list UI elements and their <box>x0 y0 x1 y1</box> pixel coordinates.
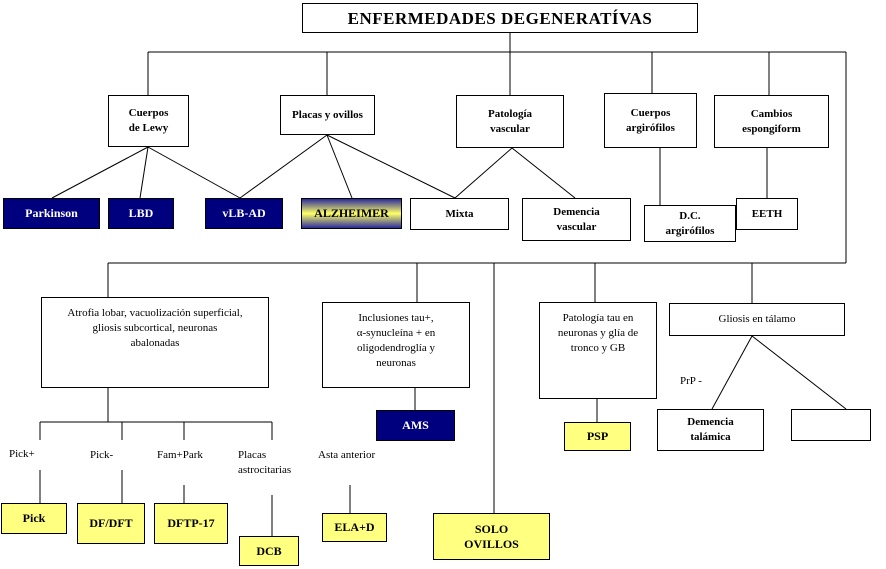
disease-dftp-17: DFTP-17 <box>154 503 228 544</box>
disease-eeth: EETH <box>736 198 798 230</box>
label-pick-plus: Pick+ <box>9 448 35 460</box>
category-cuerpos-argirofilos: Cuerpos argirófilos <box>604 93 697 148</box>
disease-demencia-vascular: Demencia vascular <box>522 198 631 241</box>
label-prp-minus: PrP - <box>680 375 702 387</box>
box-atrofia-lobar: Atrofia lobar, vacuolización superficial… <box>41 297 269 388</box>
box-patologia-tau: Patología tau en neuronas y glía de tron… <box>539 302 657 399</box>
disease-lbd: LBD <box>108 198 174 229</box>
category-cambios-espongiform: Cambios espongiform <box>714 95 829 148</box>
label-placas-astrocitarias: Placas astrocitarias <box>238 449 292 476</box>
empty-box <box>791 409 871 441</box>
category-cuerpos-de-lewy: Cuerpos de Lewy <box>108 95 189 147</box>
box-gliosis-talamo: Gliosis en tálamo <box>669 303 845 336</box>
category-placas-y-ovillos: Placas y ovillos <box>280 95 375 135</box>
label-asta-anterior: Asta anterior <box>318 449 376 461</box>
disease-vlb-ad: vLB-AD <box>205 198 283 229</box>
disease-df-dft: DF/DFT <box>77 503 145 544</box>
disease-ela-d: ELA+D <box>322 513 387 542</box>
box-inclusiones-tau: Inclusiones tau+, α-synucleína + en olig… <box>322 302 470 388</box>
disease-dcb: DCB <box>239 536 299 566</box>
label-fam-park: Fam+Park <box>157 449 203 461</box>
category-patologia-vascular: Patología vascular <box>456 95 564 148</box>
disease-psp: PSP <box>564 422 631 451</box>
disease-pick: Pick <box>1 503 67 534</box>
diagram-title: ENFERMEDADES DEGENERATÍVAS <box>302 3 698 33</box>
disease-demencia-talamica: Demencia talámica <box>657 409 764 451</box>
disease-dc-argirofilos: D.C. argirófilos <box>644 205 736 242</box>
disease-mixta: Mixta <box>410 198 509 230</box>
label-pick-minus: Pick- <box>90 449 114 461</box>
disease-solo-ovillos: SOLO OVILLOS <box>433 513 550 560</box>
disease-alzheimer: ALZHEIMER <box>301 198 402 229</box>
disease-ams: AMS <box>376 410 455 441</box>
disease-parkinson: Parkinson <box>3 198 100 229</box>
